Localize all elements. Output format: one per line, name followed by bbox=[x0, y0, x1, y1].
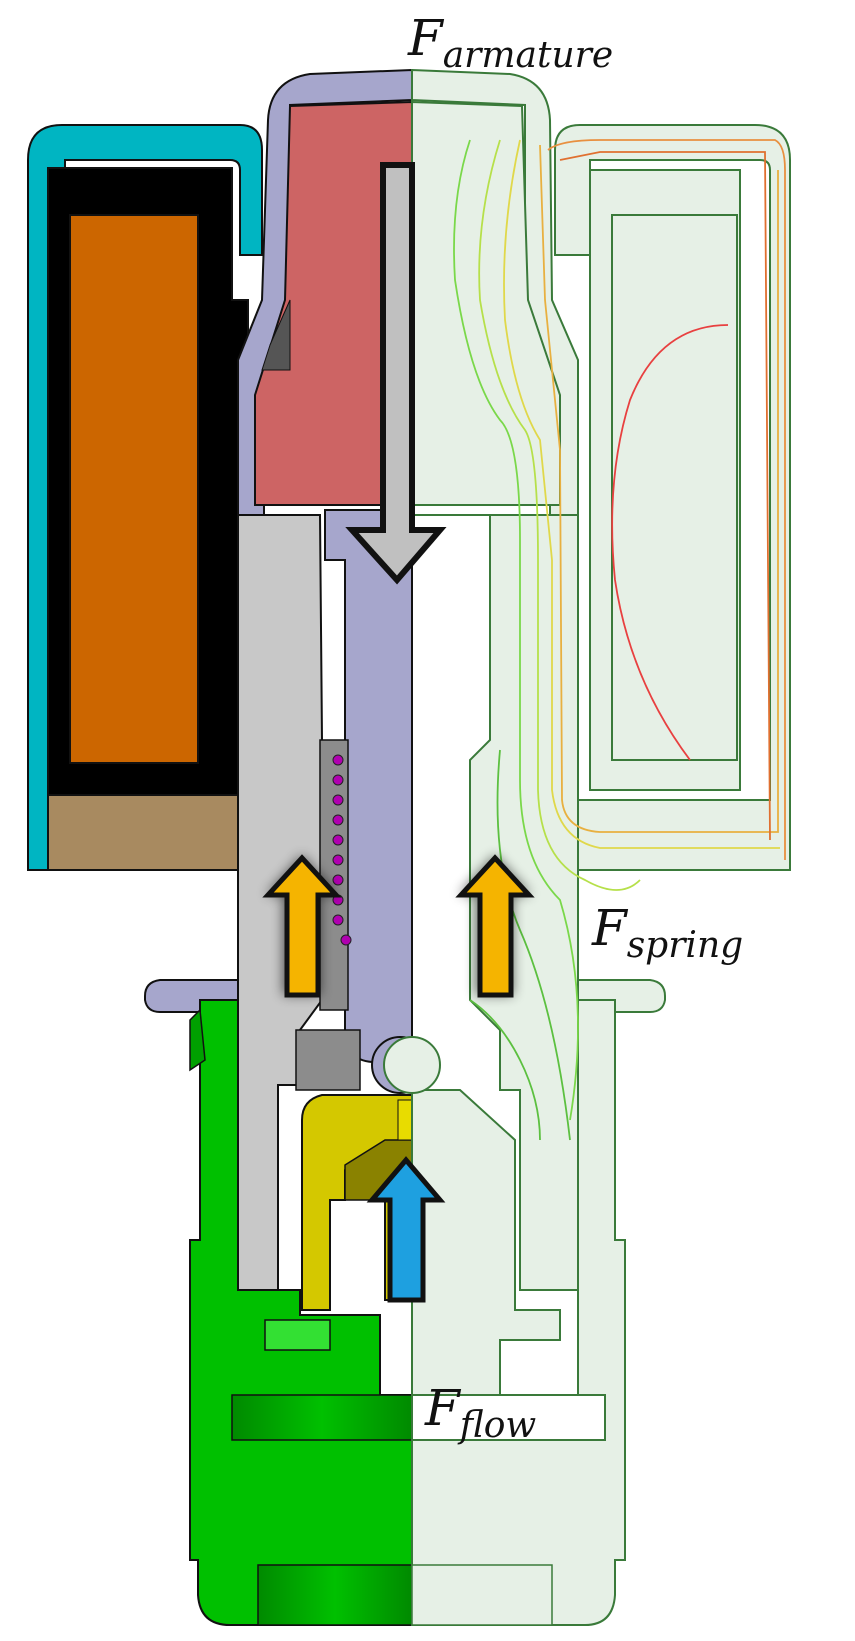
armature-tube bbox=[144, 68, 413, 1013]
spring-force-label: Fspring bbox=[591, 899, 743, 966]
arrow-down-icon bbox=[345, 162, 447, 585]
magnetic-field-lines bbox=[453, 139, 786, 1141]
bobbin-base bbox=[47, 794, 239, 871]
coil bbox=[69, 214, 199, 764]
right-field-section bbox=[383, 68, 791, 1626]
flow-force-label: Fflow bbox=[424, 1379, 536, 1446]
left-cross-section bbox=[27, 68, 429, 1626]
field-armature-tube bbox=[411, 68, 666, 1013]
valve-body bbox=[189, 999, 413, 1626]
arrow-up-icon bbox=[262, 854, 342, 998]
flow-arrow-icon bbox=[366, 1156, 446, 1303]
arrow-up-icon bbox=[455, 854, 535, 998]
field-yoke bbox=[554, 124, 791, 871]
armature-force-label: Farmature bbox=[407, 9, 613, 76]
spring-coils bbox=[332, 754, 352, 946]
